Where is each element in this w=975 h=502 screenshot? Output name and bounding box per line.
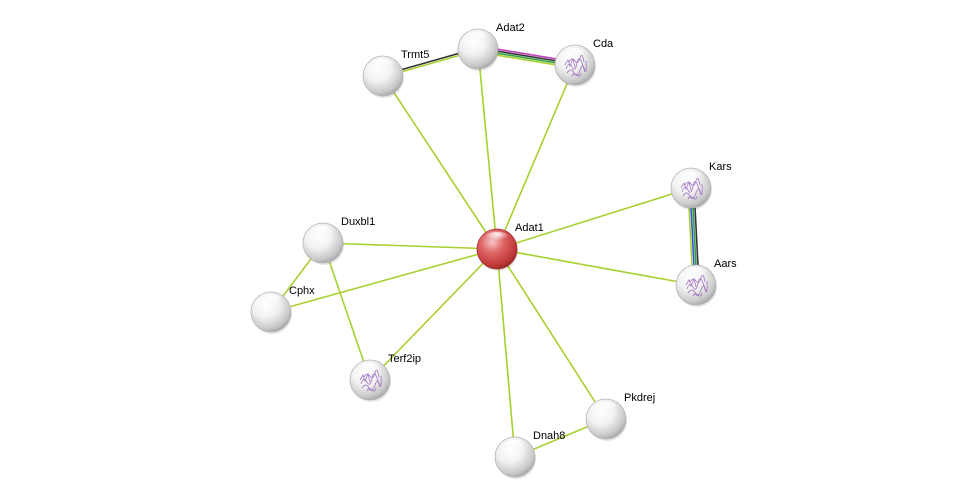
edge-adat1-trmt5[interactable] bbox=[382, 75, 498, 250]
node-label-cda: Cda bbox=[593, 38, 614, 50]
node-highlight bbox=[310, 225, 336, 239]
node-label-adat2: Adat2 bbox=[496, 22, 525, 34]
edge-evidence-line bbox=[496, 187, 692, 250]
edge-evidence-line bbox=[496, 248, 516, 458]
node-pkdrej[interactable]: Pkdrej bbox=[585, 392, 655, 441]
edge-evidence-line bbox=[496, 64, 576, 250]
node-label-kars: Kars bbox=[709, 161, 732, 173]
edge-evidence-line bbox=[496, 248, 697, 286]
node-label-terf2ip: Terf2ip bbox=[388, 353, 421, 365]
edge-duxbl1-terf2ip[interactable] bbox=[322, 242, 371, 381]
edge-adat1-duxbl1[interactable] bbox=[322, 242, 498, 250]
node-highlight bbox=[484, 231, 510, 245]
node-trmt5[interactable]: Trmt5 bbox=[362, 49, 429, 98]
edge-adat1-kars[interactable] bbox=[496, 187, 692, 250]
node-highlight bbox=[683, 267, 709, 281]
node-highlight bbox=[465, 31, 491, 45]
edge-adat1-pkdrej[interactable] bbox=[496, 248, 607, 420]
edge-evidence-line bbox=[322, 242, 371, 381]
node-highlight bbox=[593, 401, 619, 415]
edge-evidence-line bbox=[477, 48, 498, 250]
node-adat2[interactable]: Adat2 bbox=[457, 22, 525, 71]
node-label-aars: Aars bbox=[714, 258, 737, 270]
node-highlight bbox=[357, 362, 383, 376]
node-highlight bbox=[258, 294, 284, 308]
node-duxbl1[interactable]: Duxbl1 bbox=[302, 216, 375, 265]
edge-adat1-dnah8[interactable] bbox=[496, 248, 516, 458]
node-kars[interactable]: Kars bbox=[670, 161, 732, 210]
node-label-dnah8: Dnah8 bbox=[533, 430, 565, 442]
node-label-duxbl1: Duxbl1 bbox=[341, 216, 375, 228]
edge-adat1-cphx[interactable] bbox=[270, 248, 498, 313]
edge-adat1-cda[interactable] bbox=[496, 64, 576, 250]
edge-adat1-adat2[interactable] bbox=[477, 48, 498, 250]
edge-evidence-line bbox=[270, 248, 498, 313]
edge-evidence-line bbox=[496, 248, 607, 420]
edge-evidence-line bbox=[382, 75, 498, 250]
edge-adat1-terf2ip[interactable] bbox=[369, 248, 498, 381]
node-highlight bbox=[678, 170, 704, 184]
node-adat1[interactable]: Adat1 bbox=[476, 222, 544, 271]
node-cda[interactable]: Cda bbox=[554, 38, 614, 87]
node-label-trmt5: Trmt5 bbox=[401, 49, 429, 61]
node-terf2ip[interactable]: Terf2ip bbox=[349, 353, 421, 402]
node-label-cphx: Cphx bbox=[289, 285, 315, 297]
edge-adat1-aars[interactable] bbox=[496, 248, 697, 286]
edge-evidence-line bbox=[369, 248, 498, 381]
node-highlight bbox=[502, 439, 528, 453]
node-highlight bbox=[370, 58, 396, 72]
node-highlight bbox=[562, 47, 588, 61]
edge-evidence-line bbox=[322, 242, 498, 250]
node-dnah8[interactable]: Dnah8 bbox=[494, 430, 565, 479]
node-label-adat1: Adat1 bbox=[515, 222, 544, 234]
node-label-pkdrej: Pkdrej bbox=[624, 392, 655, 404]
node-aars[interactable]: Aars bbox=[675, 258, 737, 307]
node-cphx[interactable]: Cphx bbox=[250, 285, 315, 334]
